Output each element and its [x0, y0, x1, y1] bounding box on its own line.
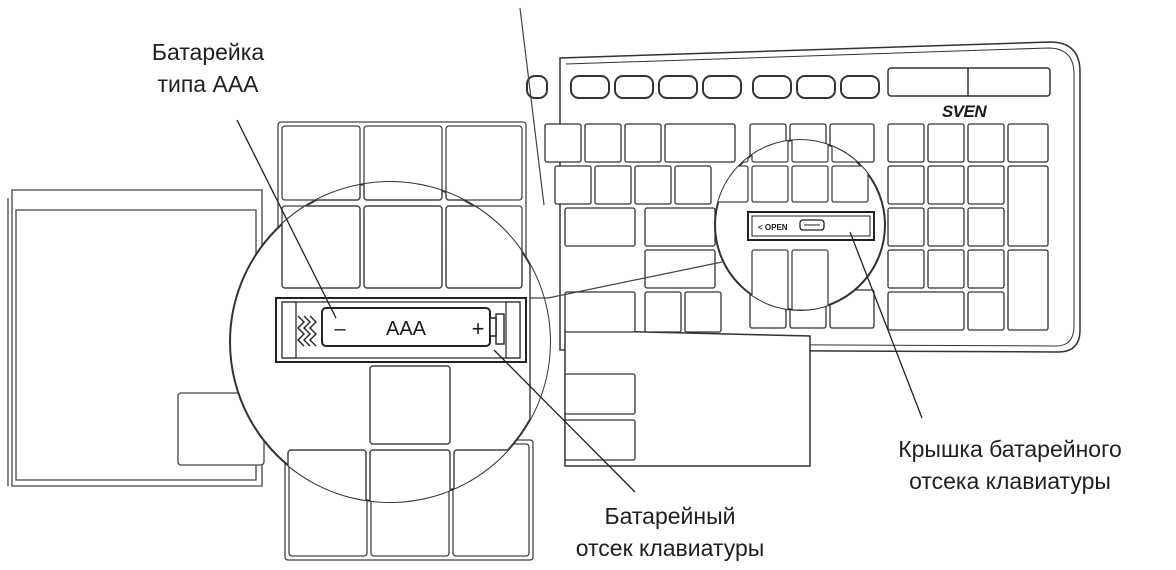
- callout-battery-compartment-line-1: Батарейный: [604, 503, 736, 529]
- leader-cover: [849, 231, 923, 419]
- main-key-block: [544, 123, 736, 461]
- plus-contact: [495, 313, 505, 345]
- callout-battery-cover: Крышка батарейного отсека клавиатуры: [850, 433, 1170, 497]
- aaa-battery: – AAA +: [321, 307, 497, 347]
- callout-battery-compartment: Батарейный отсек клавиатуры: [535, 500, 805, 564]
- callout-battery-cover-line-1: Крышка батарейного: [898, 436, 1122, 462]
- leader-compartment: [493, 349, 636, 493]
- callout-battery-type-line-1: Батарейка: [151, 39, 265, 65]
- leader-battery-type: [236, 119, 337, 319]
- callout-battery-compartment-line-2: отсек клавиатуры: [575, 535, 765, 561]
- cover-open-label: < OPEN: [758, 223, 788, 232]
- spring-contact: [297, 315, 317, 347]
- battery-cover: < OPEN: [747, 211, 875, 241]
- left-panel-inner: [15, 209, 257, 481]
- callout-battery-cover-line-2: отсека клавиатуры: [909, 468, 1111, 494]
- function-key-row: [526, 75, 880, 99]
- battery-type-text: AAA: [386, 318, 427, 340]
- callout-battery-type-line-2: типа AAA: [157, 71, 259, 97]
- battery-plus-label: +: [472, 316, 485, 341]
- keyboard-inner-outline: [565, 47, 1075, 347]
- keyboard-body: [526, 41, 1081, 467]
- numeric-keypad: [887, 123, 1049, 331]
- magnifier-connectors: [519, 7, 723, 299]
- leader-lines: [236, 119, 923, 493]
- brand-logo: SVEN: [942, 102, 988, 121]
- media-key-panel: [887, 67, 1051, 97]
- callout-battery-type: Батарейка типа AAA: [108, 36, 308, 100]
- aaa-battery-tip: [489, 317, 497, 337]
- battery-minus-label: –: [334, 318, 346, 340]
- left-panel: [7, 189, 265, 487]
